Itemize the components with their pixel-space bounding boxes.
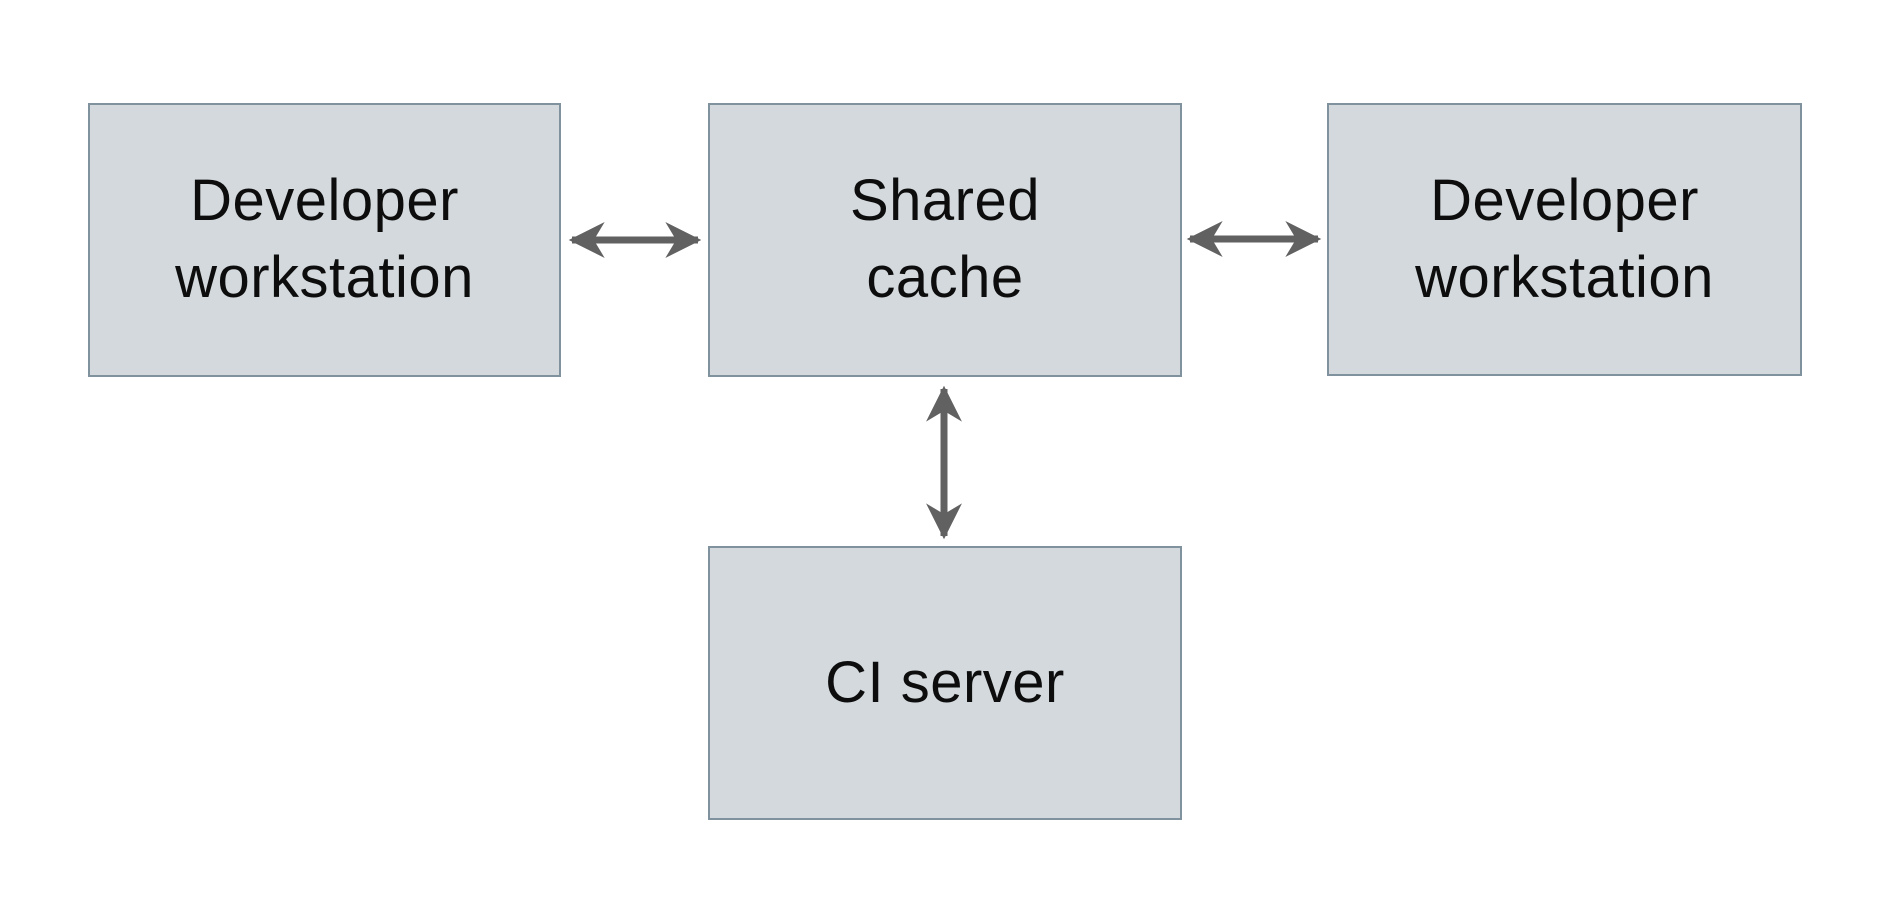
node-label-line: workstation	[1415, 244, 1714, 310]
node-label-line: CI server	[825, 649, 1065, 715]
node-developer-workstation-right: Developer workstation	[1327, 103, 1802, 376]
node-ci-server: CI server	[708, 546, 1182, 820]
node-developer-workstation-left: Developer workstation	[88, 103, 561, 377]
node-label-line: Developer	[190, 168, 459, 234]
node-label-line: Shared	[849, 168, 1041, 234]
node-label-line: workstation	[175, 245, 474, 310]
node-shared-cache: Shared cache	[708, 103, 1182, 377]
node-label-line: Developer	[1430, 167, 1699, 233]
node-label-line: cache	[866, 245, 1024, 310]
